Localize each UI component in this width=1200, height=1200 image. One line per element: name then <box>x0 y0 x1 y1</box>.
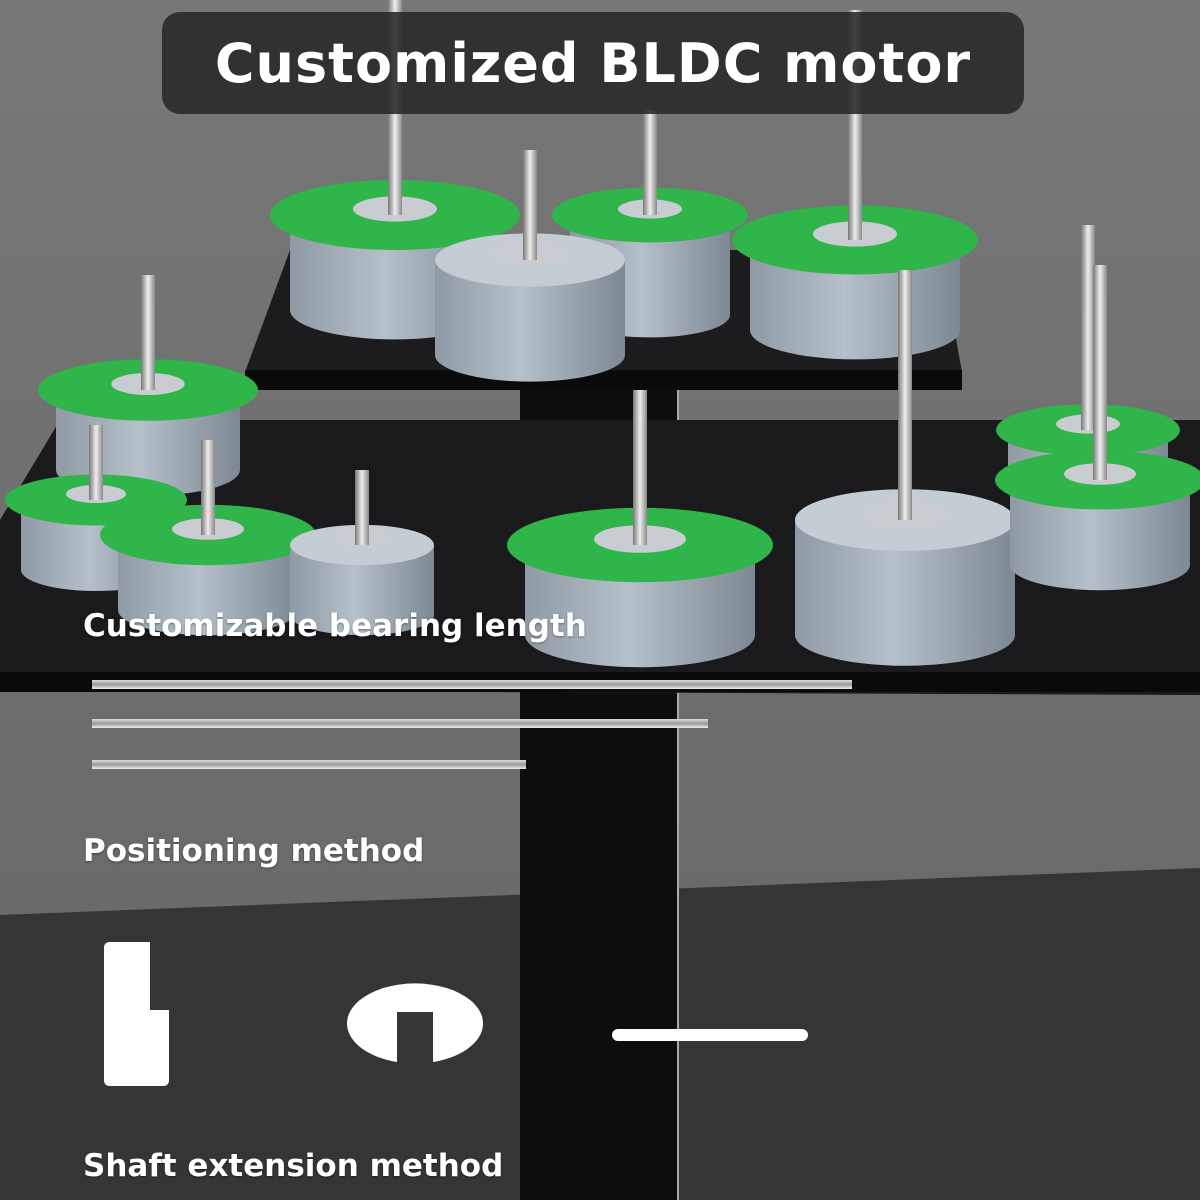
d-cut-shaft-icon <box>347 983 483 1062</box>
motor <box>995 265 1200 591</box>
motor <box>270 0 520 340</box>
motor <box>290 470 434 636</box>
shaft-extension-label: Shaft extension method <box>83 1148 504 1184</box>
positioning-method-label: Positioning method <box>83 833 425 869</box>
title-banner: Customized BLDC motor <box>162 12 1024 114</box>
bearing-bar-medium <box>92 719 708 728</box>
motor <box>795 270 1015 666</box>
straight-shaft-icon <box>612 1029 808 1041</box>
bearing-length-label: Customizable bearing length <box>83 608 587 644</box>
bearing-bar-long <box>92 680 852 689</box>
motor <box>507 390 773 668</box>
motor-group <box>5 0 1200 668</box>
motor <box>435 150 625 382</box>
upper-tray-edge <box>245 370 962 390</box>
motor <box>100 440 316 636</box>
flat-key-shaft-icon <box>104 942 169 1086</box>
bearing-bar-short <box>92 760 526 769</box>
page-title: Customized BLDC motor <box>214 31 972 95</box>
